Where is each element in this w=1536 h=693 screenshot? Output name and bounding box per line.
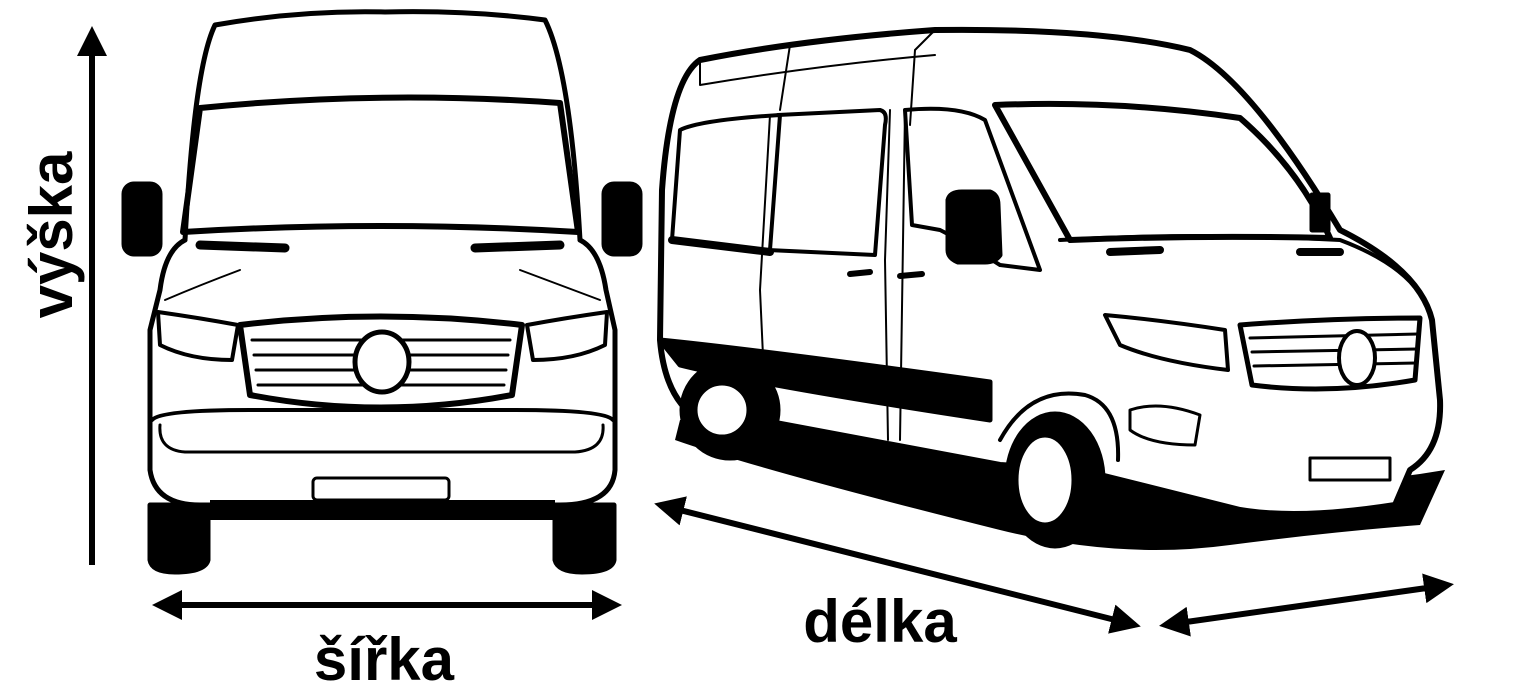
width-label: šířka xyxy=(314,626,455,693)
depth-arrow xyxy=(1159,573,1454,637)
length-arrow xyxy=(654,496,1141,634)
length-label: délka xyxy=(803,588,957,655)
van-front-view-icon xyxy=(121,9,643,575)
height-label: výška xyxy=(18,151,85,318)
van-three-quarter-view-icon xyxy=(657,26,1445,550)
